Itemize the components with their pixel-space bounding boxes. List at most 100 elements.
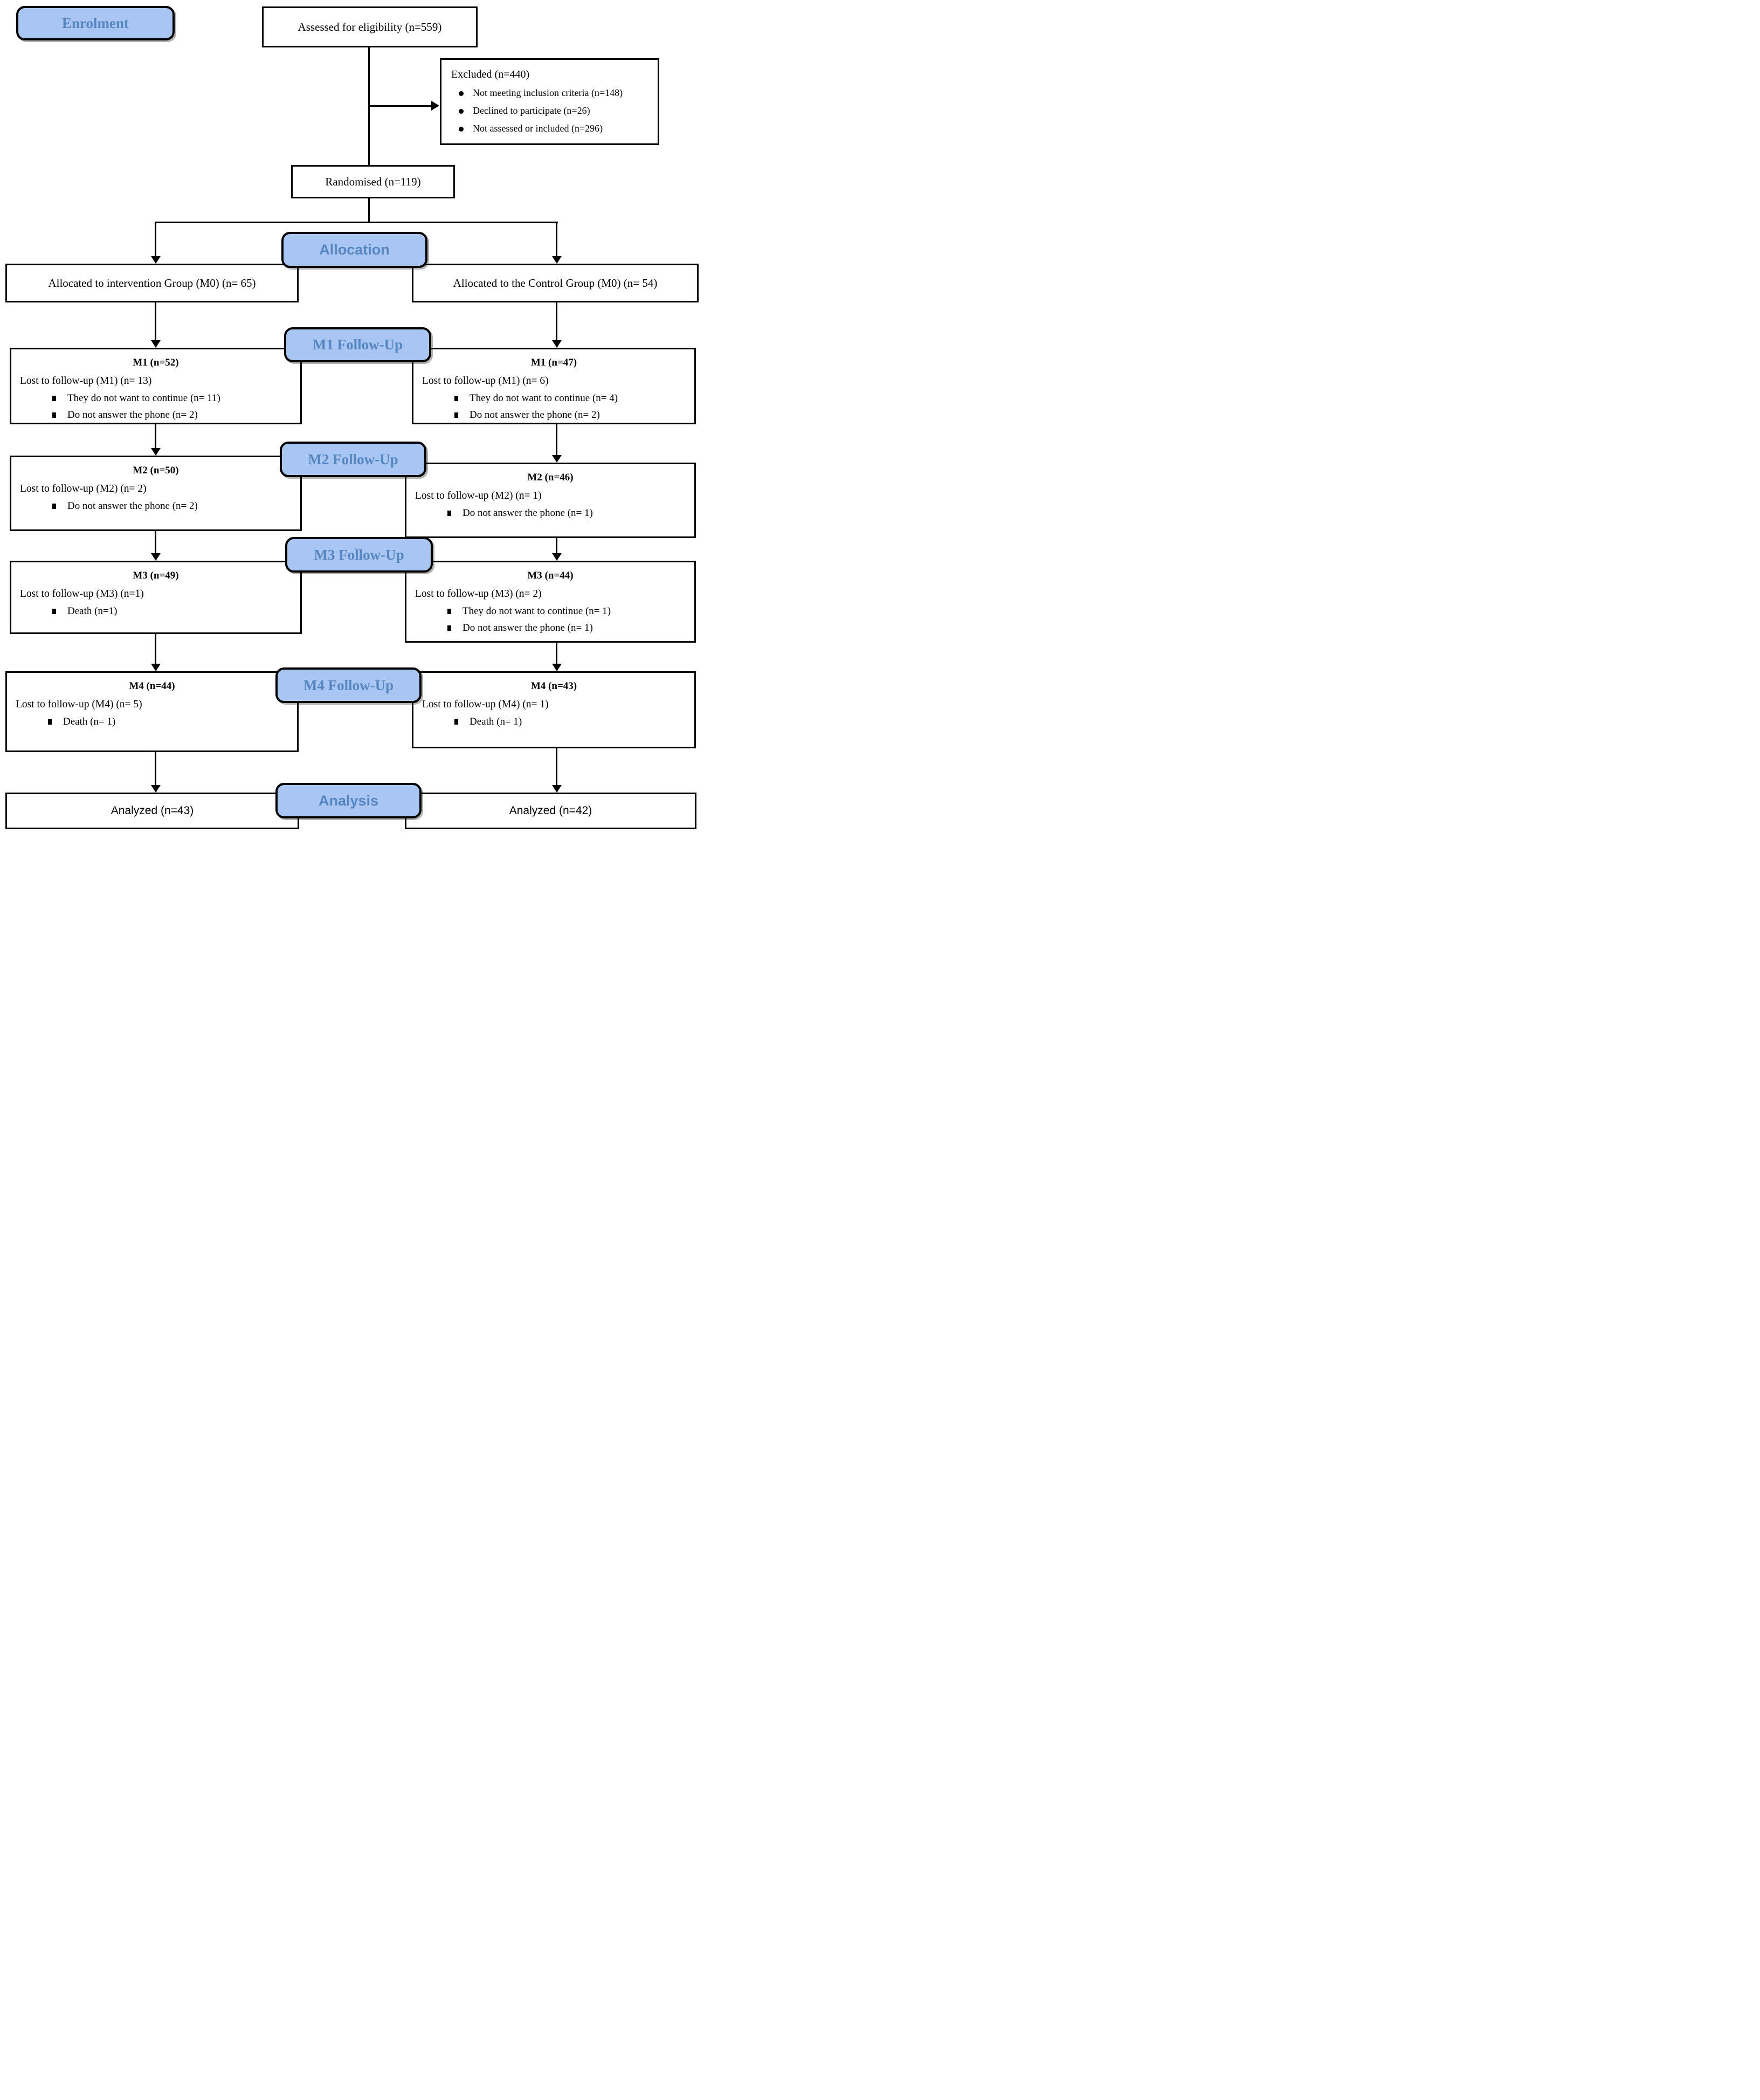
m2-control-lost: Lost to follow-up (M2) (n= 1) [415, 490, 542, 501]
arrow-down-m1-right-icon [552, 340, 562, 348]
allocated-intervention-box: Allocated to intervention Group (M0) (n=… [5, 264, 299, 302]
arrow-down-m4-right-icon [552, 664, 562, 671]
m4-intervention-title: M4 (n=44) [129, 680, 175, 692]
allocation-header-label: Allocation [319, 242, 390, 258]
analyzed-control-text: Analyzed (n=42) [509, 804, 592, 817]
bullet-item: Not meeting inclusion criteria (n=148) [459, 87, 658, 99]
m3-followup-header-label: M3 Follow-Up [314, 546, 404, 563]
randomised-box: Randomised (n=119) [291, 165, 455, 198]
m3-intervention-title: M3 (n=49) [133, 570, 179, 581]
m1-control-bullet-list: They do not want to continue (n= 4) Do no… [413, 393, 694, 421]
m1-intervention-bullet-list: They do not want to continue (n= 11) Do n… [11, 393, 300, 421]
m3-intervention-lost: Lost to follow-up (M3) (n=1) [20, 588, 144, 600]
bullet-item: Declined to participate (n=26) [459, 105, 658, 116]
arrow-down-m3-right-icon [552, 553, 562, 561]
m2-followup-header-label: M2 Follow-Up [308, 451, 398, 467]
m1-followup-header: M1 Follow-Up [284, 327, 431, 362]
bullet-item: Do not answer the phone (n= 1) [447, 507, 694, 519]
m2-intervention-lost: Lost to follow-up (M2) (n= 2) [20, 483, 147, 494]
connector-m2-m3-left [155, 531, 156, 554]
arrow-down-analyzed-left-icon [151, 785, 161, 793]
m2-control-bullet-list: Do not answer the phone (n= 1) [406, 507, 694, 519]
arrow-down-m2-right-icon [552, 455, 562, 463]
connector-m1-m2-right [556, 424, 557, 456]
bullet-item: They do not want to continue (n= 1) [447, 605, 694, 617]
assessed-box: Assessed for eligibility (n=559) [262, 6, 478, 47]
m3-control-lost: Lost to follow-up (M3) (n= 2) [415, 588, 542, 600]
m1-control-box: M1 (n=47) Lost to follow-up (M1) (n= 6) … [412, 348, 696, 424]
m3-control-box: M3 (n=44) Lost to follow-up (M3) (n= 2) … [405, 561, 696, 643]
m1-followup-header-label: M1 Follow-Up [312, 336, 403, 353]
m4-intervention-box: M4 (n=44) Lost to follow-up (M4) (n= 5) … [5, 671, 299, 752]
enrolment-header: Enrolment [16, 6, 175, 40]
connector-split-left [155, 222, 156, 257]
m1-control-lost: Lost to follow-up (M1) (n= 6) [422, 375, 549, 387]
bullet-item: Death (n=1) [52, 605, 300, 617]
allocated-control-box: Allocated to the Control Group (M0) (n= … [412, 264, 699, 302]
arrow-down-m3-left-icon [151, 553, 161, 561]
m2-intervention-box: M2 (n=50) Lost to follow-up (M2) (n= 2) … [10, 456, 302, 531]
bullet-item: Do not answer the phone (n= 1) [447, 622, 694, 634]
connector-alloc-m1-right [556, 302, 557, 341]
bullet-item: Death (n= 1) [454, 716, 694, 728]
m3-control-bullet-list: They do not want to continue (n= 1) Do no… [406, 605, 694, 634]
m2-control-title: M2 (n=46) [527, 472, 574, 483]
arrow-down-alloc-left-icon [151, 256, 161, 264]
excluded-box: Excluded (n=440) Not meeting inclusion c… [440, 58, 659, 145]
connector-m4-analyzed-left [155, 752, 156, 786]
connector-m3-m4-left [155, 634, 156, 664]
connector-m3-m4-right [556, 643, 557, 664]
m4-control-bullet-list: Death (n= 1) [413, 716, 694, 728]
analyzed-control-box: Analyzed (n=42) [405, 793, 696, 829]
m2-intervention-title: M2 (n=50) [133, 465, 179, 476]
m4-intervention-bullet-list: Death (n= 1) [7, 716, 297, 728]
connector-m2-m3-right [556, 538, 557, 554]
connector-alloc-m1-left [155, 302, 156, 341]
analyzed-intervention-text: Analyzed (n=43) [111, 804, 194, 817]
m2-intervention-bullet-list: Do not answer the phone (n= 2) [11, 500, 300, 512]
m2-followup-header: M2 Follow-Up [280, 442, 426, 477]
enrolment-header-label: Enrolment [61, 15, 129, 31]
allocated-control-text: Allocated to the Control Group (M0) (n= … [453, 276, 658, 290]
m2-control-box: M2 (n=46) Lost to follow-up (M2) (n= 1) … [405, 463, 696, 538]
m3-followup-header: M3 Follow-Up [285, 537, 433, 573]
allocated-intervention-text: Allocated to intervention Group (M0) (n=… [48, 276, 256, 290]
assessed-text: Assessed for eligibility (n=559) [298, 20, 442, 33]
arrow-right-excluded-icon [431, 101, 439, 111]
m4-control-lost: Lost to follow-up (M4) (n= 1) [422, 699, 549, 710]
m4-control-title: M4 (n=43) [530, 680, 577, 692]
m1-intervention-lost: Lost to follow-up (M1) (n= 13) [20, 375, 152, 387]
bullet-item: Not assessed or included (n=296) [459, 123, 658, 134]
analysis-header: Analysis [275, 783, 422, 818]
randomised-text: Randomised (n=119) [325, 175, 421, 188]
bullet-item: Death (n= 1) [48, 716, 297, 728]
analyzed-intervention-box: Analyzed (n=43) [5, 793, 299, 829]
bullet-item: Do not answer the phone (n= 2) [454, 409, 694, 421]
m3-intervention-bullet-list: Death (n=1) [11, 605, 300, 617]
connector-split-horizontal [155, 222, 558, 223]
m4-followup-header-label: M4 Follow-Up [303, 677, 394, 693]
m3-intervention-box: M3 (n=49) Lost to follow-up (M3) (n=1) D… [10, 561, 302, 634]
m1-control-title: M1 (n=47) [530, 357, 577, 368]
excluded-bullet-list: Not meeting inclusion criteria (n=148) De… [441, 87, 658, 134]
connector-split-right [556, 222, 557, 257]
arrow-down-m2-left-icon [151, 448, 161, 456]
allocation-header: Allocation [281, 232, 427, 268]
arrow-down-analyzed-right-icon [552, 785, 562, 793]
arrow-down-m4-left-icon [151, 664, 161, 671]
bullet-item: They do not want to continue (n= 11) [52, 393, 300, 404]
analysis-header-label: Analysis [318, 792, 379, 809]
m4-followup-header: M4 Follow-Up [275, 667, 422, 703]
m4-intervention-lost: Lost to follow-up (M4) (n= 5) [16, 699, 142, 710]
bullet-item: They do not want to continue (n= 4) [454, 393, 694, 404]
bullet-item: Do not answer the phone (n= 2) [52, 500, 300, 512]
connector-randomised-split [368, 198, 370, 223]
consort-flow-diagram: Assessed for eligibility (n=559) Exclude… [0, 0, 701, 836]
connector-excluded-branch [368, 105, 432, 107]
excluded-title: Excluded (n=440) [451, 68, 530, 80]
m4-control-box: M4 (n=43) Lost to follow-up (M4) (n= 1) … [412, 671, 696, 748]
bullet-item: Do not answer the phone (n= 2) [52, 409, 300, 421]
arrow-down-m1-left-icon [151, 340, 161, 348]
connector-m1-m2-left [155, 424, 156, 449]
arrow-down-alloc-right-icon [552, 256, 562, 264]
